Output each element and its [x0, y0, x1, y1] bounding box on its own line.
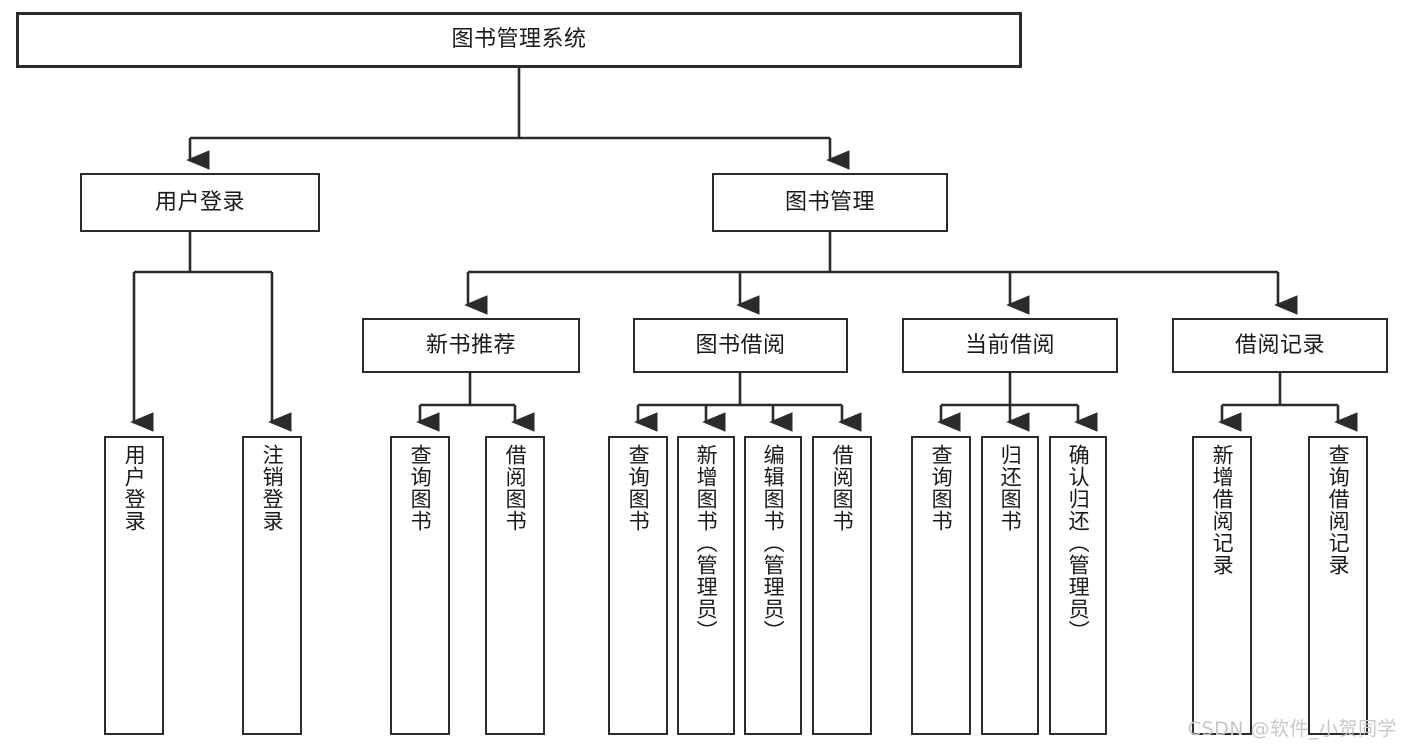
leaf-borrow-query-book[interactable]: 查询图书 [608, 436, 668, 735]
leaf-record-add-record[interactable]: 新增借阅记录 [1192, 436, 1252, 735]
node-label: 确认归还（管理员） [1066, 444, 1091, 642]
node-label: 查询图书 [626, 444, 651, 532]
node-label: 用户登录 [154, 189, 245, 215]
leaf-record-query-record[interactable]: 查询借阅记录 [1308, 436, 1368, 735]
csdn-watermark: CSDN @软件_小贺同学 [1187, 718, 1397, 740]
node-label: 编辑图书（管理员） [761, 444, 786, 642]
node-label: 借阅记录 [1234, 332, 1325, 358]
leaf-borrow-edit-book[interactable]: 编辑图书（管理员） [744, 436, 802, 735]
node-label: 新增借阅记录 [1210, 444, 1235, 576]
leaf-user-login-logout[interactable]: 注销登录 [242, 436, 302, 735]
leaf-borrow-add-book[interactable]: 新增图书（管理员） [677, 436, 735, 735]
leaf-recommend-query-book[interactable]: 查询图书 [390, 436, 450, 735]
node-book-borrow[interactable]: 图书借阅 [633, 318, 848, 373]
node-label: 注销登录 [260, 444, 285, 532]
node-borrow-record[interactable]: 借阅记录 [1172, 318, 1388, 373]
leaf-current-query-book[interactable]: 查询图书 [911, 436, 971, 735]
node-label: 查询图书 [929, 444, 954, 532]
node-label: 归还图书 [998, 444, 1023, 532]
node-label: 借阅图书 [830, 444, 855, 532]
node-book-management[interactable]: 图书管理 [712, 173, 948, 232]
node-label: 新增图书（管理员） [694, 444, 719, 642]
leaf-current-confirm-return[interactable]: 确认归还（管理员） [1049, 436, 1107, 735]
node-label: 图书管理 [784, 189, 875, 215]
node-label: 图书借阅 [695, 332, 786, 358]
node-new-book-recommend[interactable]: 新书推荐 [362, 318, 580, 373]
node-label: 查询借阅记录 [1326, 444, 1351, 576]
node-label: 新书推荐 [425, 332, 516, 358]
node-user-login[interactable]: 用户登录 [80, 173, 320, 232]
node-root-system[interactable]: 图书管理系统 [16, 12, 1022, 68]
leaf-recommend-borrow-book[interactable]: 借阅图书 [485, 436, 545, 735]
node-current-borrow[interactable]: 当前借阅 [902, 318, 1118, 373]
node-label: 借阅图书 [503, 444, 528, 532]
node-label: 查询图书 [408, 444, 433, 532]
node-label: 当前借阅 [964, 332, 1055, 358]
leaf-user-login-login[interactable]: 用户登录 [104, 436, 164, 735]
leaf-borrow-borrow-book[interactable]: 借阅图书 [812, 436, 872, 735]
node-label: 用户登录 [122, 444, 147, 532]
leaf-current-return-book[interactable]: 归还图书 [981, 436, 1039, 735]
node-label: 图书管理系统 [451, 27, 587, 53]
